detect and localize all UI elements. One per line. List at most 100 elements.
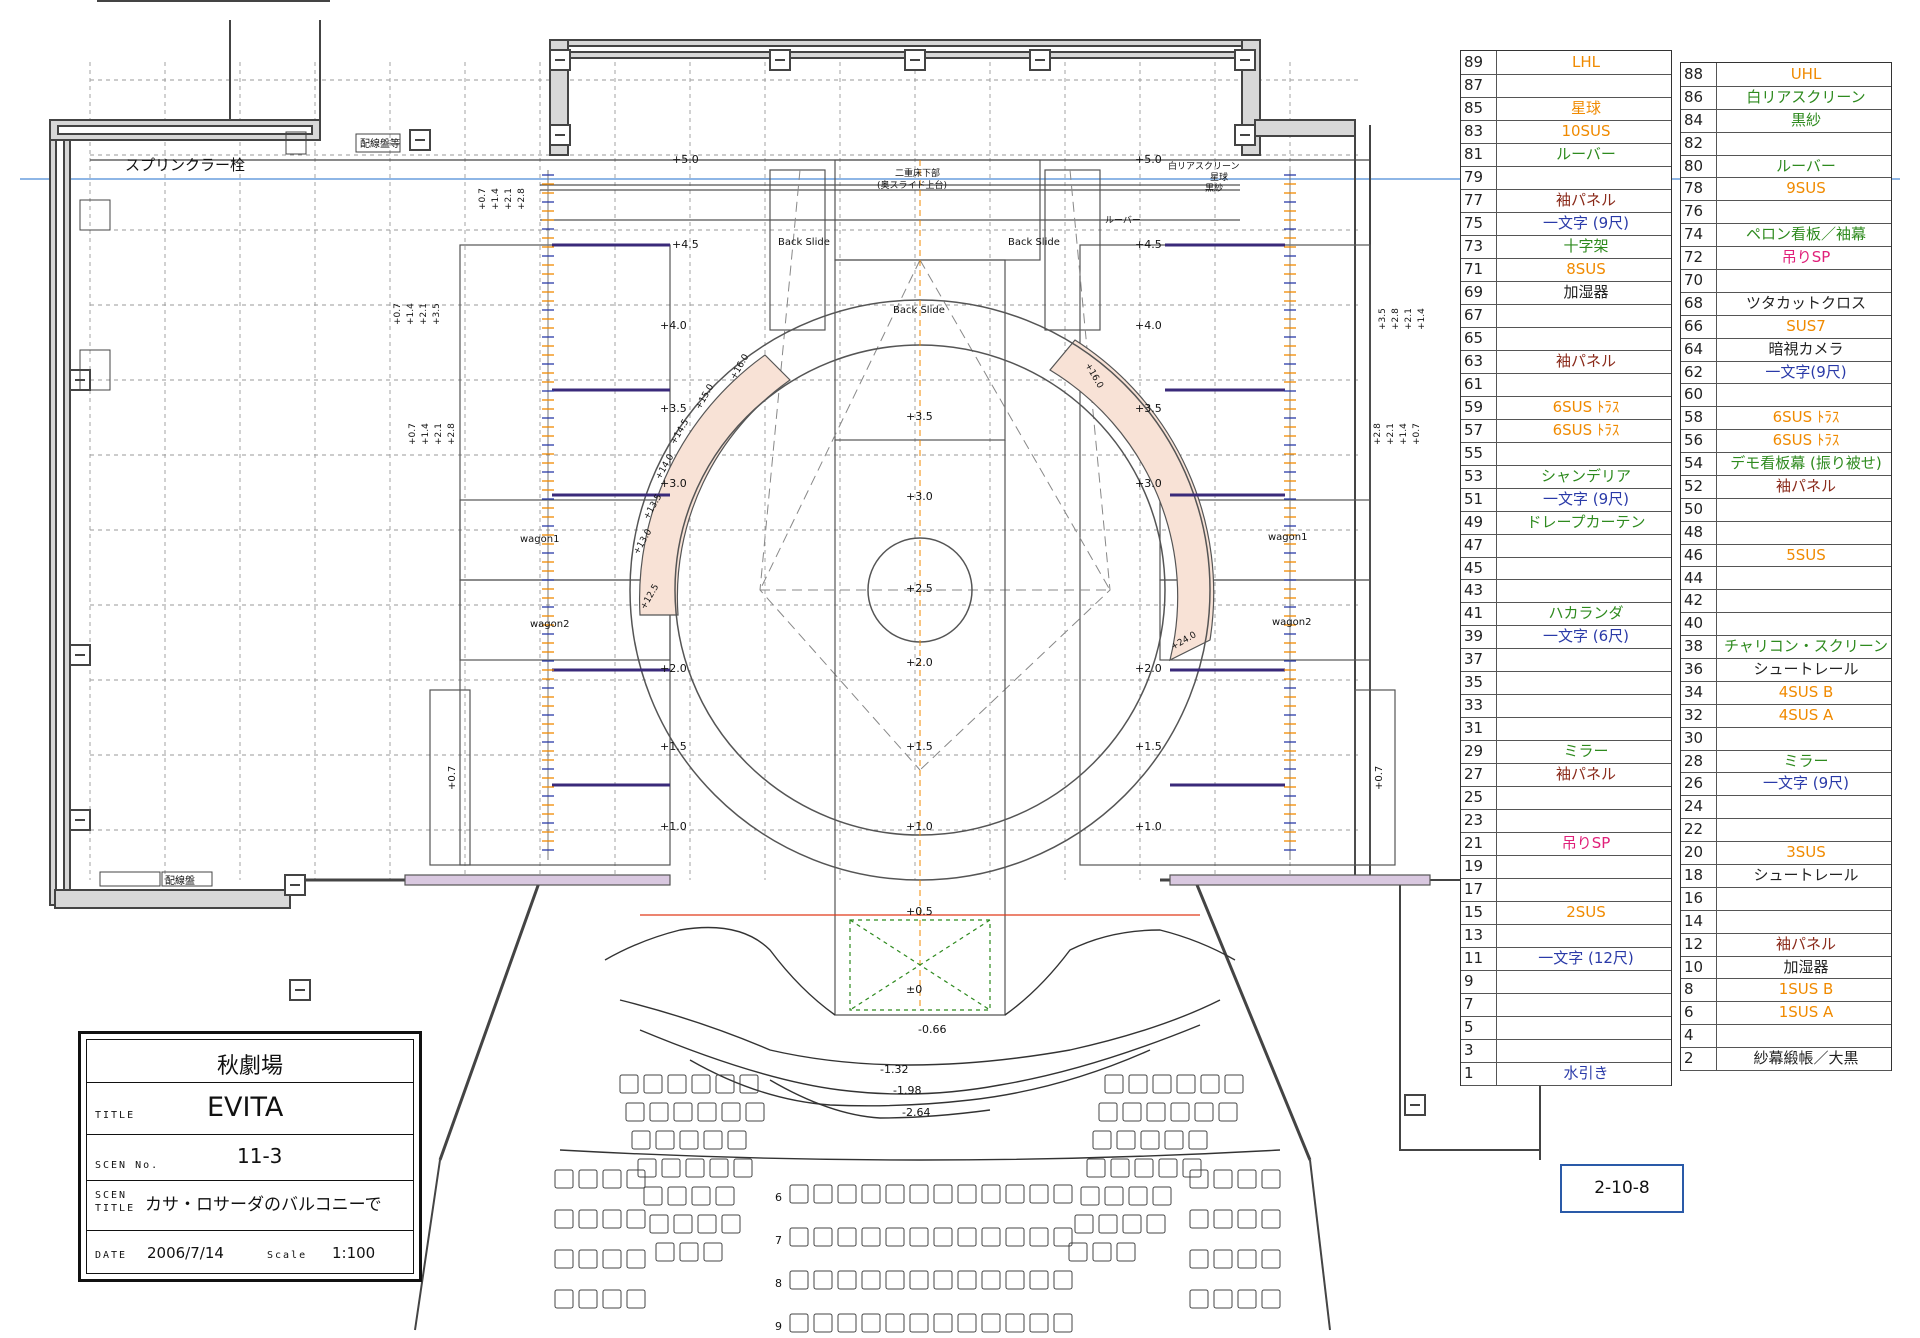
- hanging-row: 43: [1461, 579, 1671, 604]
- house-level: -2.64: [902, 1106, 930, 1119]
- line-label: [1721, 132, 1891, 155]
- line-number: 42: [1681, 589, 1717, 613]
- stage-grid: [89, 62, 1360, 880]
- line-label: ルーバー: [1776, 156, 1836, 175]
- seat-row-number: 9: [775, 1320, 782, 1333]
- hanging-row: 23: [1461, 809, 1671, 834]
- line-label: 1SUS A: [1778, 1003, 1834, 1022]
- line-number: 58: [1681, 406, 1717, 430]
- line-label: 4SUS B: [1778, 682, 1834, 701]
- line-number: 5: [1461, 1016, 1497, 1040]
- line-number: 3: [1461, 1039, 1497, 1062]
- wiring-panel-bottom-label: 配線盤: [165, 874, 195, 887]
- line-label: チャリコン・スクリーン: [1723, 637, 1889, 656]
- line-label: SUS7: [1786, 316, 1826, 335]
- line-label: 一文字 (9尺): [1762, 774, 1850, 793]
- line-label: 加湿器: [1563, 282, 1609, 301]
- offset-right: +2.0: [1135, 662, 1162, 675]
- line-number: 39: [1461, 625, 1497, 649]
- line-number: 16: [1681, 886, 1717, 910]
- line-label: ツタカットクロス: [1745, 293, 1866, 312]
- line-number: 22: [1681, 818, 1717, 842]
- side-height-left-mid: +2.1: [419, 303, 429, 325]
- hanging-row: 31: [1461, 717, 1671, 742]
- line-label: 星球: [1570, 98, 1601, 117]
- scene-title-label-2: TITLE: [95, 1203, 136, 1214]
- line-label: 一文字 (6尺): [1542, 627, 1630, 646]
- line-label: 黒紗: [1790, 110, 1821, 129]
- hanging-row: 70: [1681, 268, 1891, 293]
- offset-right: +5.0: [1135, 153, 1162, 166]
- line-number: 77: [1461, 188, 1497, 212]
- side-height-right-low: +0.7: [1412, 423, 1422, 445]
- line-number: 62: [1681, 360, 1717, 384]
- hanging-row: 45: [1461, 556, 1671, 581]
- line-number: 12: [1681, 932, 1717, 956]
- line-number: 17: [1461, 878, 1497, 902]
- line-label: [1501, 557, 1671, 580]
- line-label: 白リアスクリーン: [1746, 87, 1866, 106]
- offset-right: +4.5: [1135, 238, 1162, 251]
- line-number: 28: [1681, 749, 1717, 773]
- line-number: 76: [1681, 200, 1717, 224]
- offset-right: +4.0: [1135, 319, 1162, 332]
- line-label: [1501, 855, 1671, 878]
- back-slide-left-label: Back Slide: [778, 237, 830, 248]
- line-label: [1501, 970, 1671, 993]
- line-label: [1721, 567, 1891, 590]
- offset-left: +5.0: [672, 153, 699, 166]
- structural-columns: [69, 49, 1426, 1116]
- title-block: 秋劇場 TITLE EVITA SCEN No. 11-3 SCEN TITLE…: [78, 1031, 422, 1282]
- hanging-row: 7: [1461, 993, 1671, 1018]
- line-number: 74: [1681, 223, 1717, 247]
- line-number: 10: [1681, 955, 1717, 979]
- line-label: シュートレール: [1753, 866, 1859, 885]
- line-label: [1721, 818, 1891, 841]
- line-label: [1501, 442, 1671, 465]
- line-label: [1501, 878, 1671, 901]
- line-number: 48: [1681, 520, 1717, 544]
- hanging-row: 60: [1681, 383, 1891, 408]
- line-label: 一文字 (12尺): [1538, 949, 1634, 968]
- line-number: 65: [1461, 326, 1497, 350]
- hanging-row: 12 袖パネル: [1681, 932, 1891, 957]
- line-label: ミラー: [1563, 742, 1609, 761]
- hanging-row: 13: [1461, 924, 1671, 949]
- line-label: ドレープカーテン: [1526, 512, 1646, 531]
- line-number: 73: [1461, 234, 1497, 258]
- hanging-row: 30: [1681, 726, 1891, 751]
- side-height-left-top: +0.7: [478, 188, 488, 210]
- title-label: TITLE: [95, 1110, 136, 1121]
- line-number: 2: [1681, 1047, 1717, 1070]
- line-label: [1501, 786, 1671, 809]
- hanging-row: 61: [1461, 372, 1671, 397]
- line-label: [1721, 612, 1891, 635]
- line-label: ルーバー: [1556, 144, 1616, 163]
- line-number: 54: [1681, 452, 1717, 475]
- line-label: 袖パネル: [1775, 934, 1836, 953]
- centre-mark: +2.0: [906, 656, 933, 669]
- line-number: 84: [1681, 108, 1717, 132]
- line-number: 71: [1461, 257, 1497, 281]
- line-number: 69: [1461, 280, 1497, 304]
- line-number: 52: [1681, 474, 1717, 498]
- line-number: 45: [1461, 556, 1497, 580]
- offset-right: +3.0: [1135, 477, 1162, 490]
- line-label: [1501, 74, 1671, 97]
- line-number: 14: [1681, 909, 1717, 933]
